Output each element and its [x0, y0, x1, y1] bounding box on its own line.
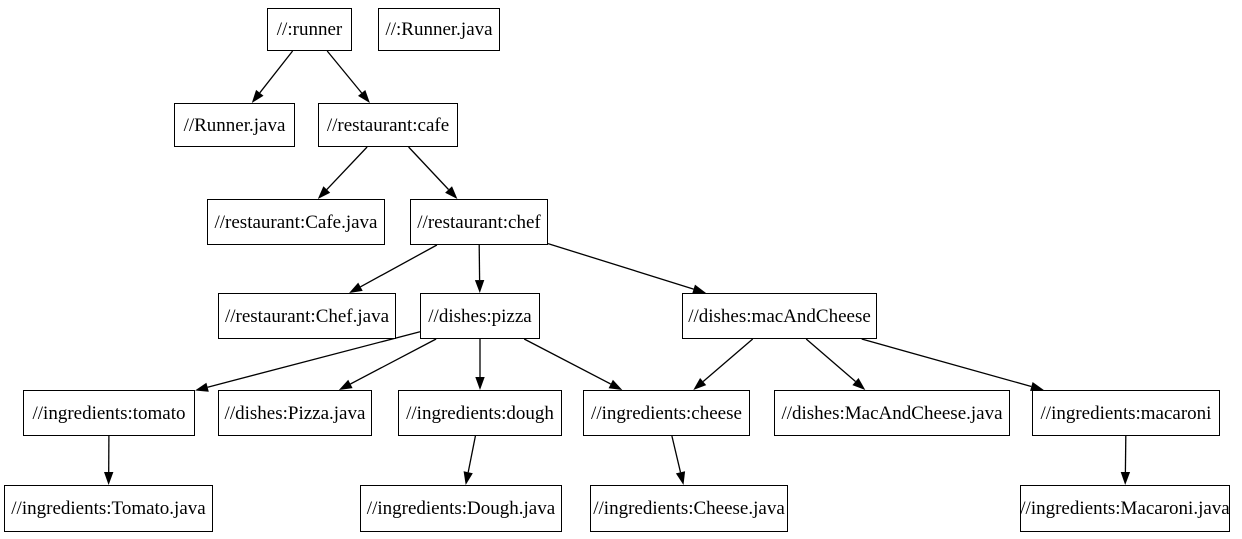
graph-node-label: //Runner.java	[183, 114, 286, 136]
graph-node-label: //dishes:macAndCheese	[688, 305, 871, 327]
graph-node-runner: //:runner	[267, 8, 352, 51]
arrowhead-icon	[475, 377, 485, 390]
edge-tomato-to-tomato-java	[104, 435, 114, 485]
arrowhead-icon	[195, 382, 209, 392]
arrowhead-icon	[1120, 472, 1131, 485]
graph-node-chef-java: //restaurant:Chef.java	[218, 293, 396, 339]
graph-node-label: //ingredients:Dough.java	[366, 498, 556, 519]
arrowhead-icon	[338, 379, 353, 390]
graph-node-label: //restaurant:chef	[417, 211, 541, 233]
graph-node-label: //dishes:Pizza.java	[224, 402, 366, 424]
arrowhead-icon	[251, 89, 264, 103]
graph-node-mac-and-cheese: //dishes:macAndCheese	[682, 293, 877, 339]
edge-pizza-to-cheese	[523, 338, 623, 390]
graph-node-label: //ingredients:Tomato.java	[11, 498, 206, 519]
graph-node-label: //dishes:MacAndCheese.java	[781, 402, 1003, 424]
edge-runner-to-cafe	[326, 50, 370, 103]
graph-node-runner-java-root: //:Runner.java	[378, 8, 500, 51]
graph-node-tomato: //ingredients:tomato	[23, 390, 195, 436]
edge-dough-to-dough-java	[463, 435, 477, 485]
graph-node-chef: //restaurant:chef	[410, 199, 548, 245]
edge-mac-and-cheese-to-mac-and-cheese-java	[805, 338, 866, 390]
edge-pizza-to-pizza-java	[338, 338, 437, 390]
edge-mac-and-cheese-to-cheese	[693, 338, 754, 390]
graph-node-pizza: //dishes:pizza	[420, 293, 540, 339]
arrowhead-icon	[358, 90, 370, 103]
edge-mac-and-cheese-to-macaroni	[861, 338, 1044, 391]
graph-node-label: //ingredients:dough	[406, 402, 554, 424]
graph-node-label: //restaurant:Cafe.java	[214, 211, 378, 233]
arrowhead-icon	[445, 186, 458, 199]
arrowhead-icon	[317, 186, 331, 199]
graph-node-cafe-java: //restaurant:Cafe.java	[207, 199, 385, 245]
arrowhead-icon	[474, 280, 485, 293]
graph-node-cheese-java: //ingredients:Cheese.java	[590, 485, 788, 532]
graph-node-label: //:runner	[276, 19, 343, 40]
arrowhead-icon	[349, 282, 363, 293]
arrowhead-icon	[852, 378, 866, 390]
graph-node-label: //ingredients:macaroni	[1040, 402, 1212, 424]
graph-node-cafe: //restaurant:cafe	[318, 103, 458, 147]
edge-chef-to-chef-java	[349, 244, 438, 293]
graph-node-macaroni: //ingredients:macaroni	[1032, 390, 1220, 436]
arrowhead-icon	[608, 379, 623, 390]
edge-chef-to-pizza	[474, 244, 485, 293]
graph-node-macaroni-java: //ingredients:Macaroni.java	[1020, 485, 1230, 532]
graph-node-cheese: //ingredients:cheese	[583, 390, 750, 436]
graph-node-label: //:Runner.java	[385, 19, 493, 40]
edge-cafe-to-cafe-java	[317, 146, 368, 199]
edge-cafe-to-chef	[408, 146, 458, 199]
graph-node-label: //ingredients:Cheese.java	[593, 498, 785, 519]
edge-pizza-to-dough	[475, 339, 485, 390]
edge-chef-to-mac-and-cheese	[547, 242, 706, 294]
arrowhead-icon	[463, 471, 473, 485]
edge-runner-to-runner-java	[251, 50, 294, 103]
graph-node-label: //ingredients:Macaroni.java	[1020, 498, 1230, 519]
graph-node-mac-and-cheese-java: //dishes:MacAndCheese.java	[774, 390, 1010, 436]
graph-node-label: //ingredients:cheese	[591, 402, 742, 424]
graph-node-label: //restaurant:cafe	[326, 114, 450, 136]
graph-node-dough-java: //ingredients:Dough.java	[360, 485, 562, 532]
graph-node-pizza-java: //dishes:Pizza.java	[218, 390, 372, 436]
graph-node-tomato-java: //ingredients:Tomato.java	[4, 485, 213, 532]
edge-macaroni-to-macaroni-java	[1120, 435, 1131, 485]
graph-node-label: //ingredients:tomato	[32, 402, 186, 424]
graph-node-label: //dishes:pizza	[428, 305, 532, 327]
graph-node-dough: //ingredients:dough	[398, 390, 562, 436]
arrowhead-icon	[675, 471, 686, 485]
graph-node-label: //restaurant:Chef.java	[224, 305, 390, 327]
arrowhead-icon	[693, 378, 707, 390]
graph-node-runner-java: //Runner.java	[174, 103, 295, 147]
edge-pizza-to-tomato	[195, 331, 421, 392]
edge-cheese-to-cheese-java	[671, 435, 686, 485]
arrowhead-icon	[104, 472, 114, 485]
